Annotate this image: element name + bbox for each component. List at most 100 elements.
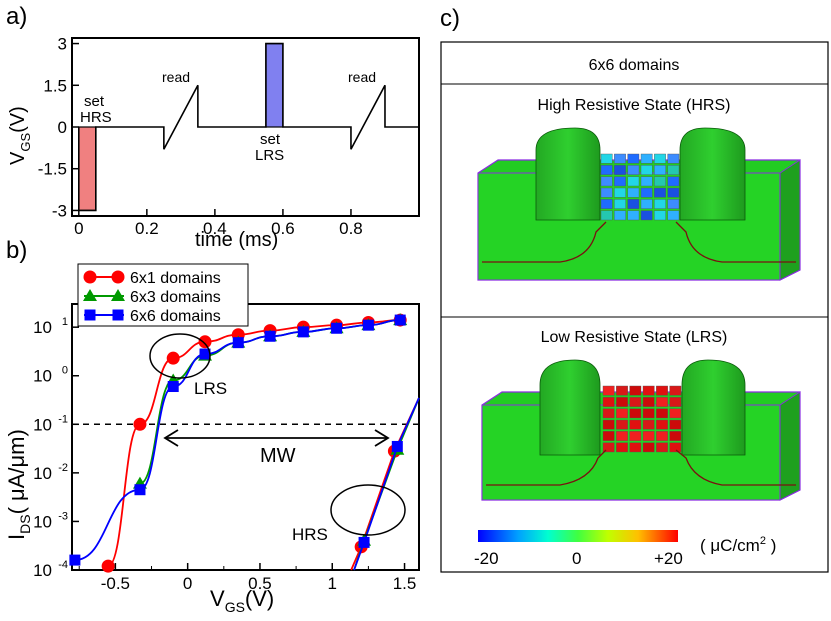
domain-cell — [640, 199, 653, 209]
colorbar-max: +20 — [654, 549, 683, 568]
domain-cell — [667, 176, 680, 187]
domain-cell — [616, 408, 628, 419]
lrs-title: Low Resistive State (LRS) — [541, 329, 728, 346]
panel-a-waveform — [78, 42, 419, 212]
y-tick-exponent: 1 — [62, 316, 68, 328]
y-tick-label: 3 — [58, 35, 67, 54]
domain-cell — [656, 408, 668, 419]
marker-square — [264, 330, 276, 342]
pulse-bar — [78, 126, 97, 212]
domain-cell — [656, 442, 668, 453]
svg-text:IDS( μA/μm): IDS( μA/μm) — [4, 429, 33, 540]
panel-b-ylabel: IDS( μA/μm) — [4, 429, 33, 540]
domain-cell — [667, 210, 680, 221]
panel-b-series — [69, 313, 420, 573]
marker-circle — [101, 559, 115, 573]
colorbar-min: -20 — [474, 549, 499, 568]
pulse-label-lrs-line2: LRS — [255, 147, 284, 164]
domain-cell — [602, 408, 615, 419]
marker-square — [331, 322, 343, 334]
panel-c: 6x6 domains High Resistive State (HRS) L… — [440, 41, 829, 573]
domain-cell — [600, 153, 613, 164]
panel-label-a: a) — [6, 3, 27, 30]
domain-cell — [600, 176, 613, 187]
colorbar-unit: ( μC/cm2 ) — [700, 535, 776, 555]
x-tick-label: 1.5 — [393, 574, 417, 593]
series-6x6-domains — [69, 314, 420, 571]
pulse-label-hrs-line2: HRS — [80, 109, 112, 126]
domain-cell — [667, 187, 680, 198]
y-tick-label: 0 — [58, 118, 67, 137]
pulse-label-lrs-line1: set — [260, 131, 281, 148]
y-tick-label: -1.5 — [38, 160, 67, 179]
domain-cell — [656, 419, 668, 430]
domain-cell — [629, 431, 642, 441]
x-tick-label: 0 — [183, 574, 192, 593]
domain-cell — [629, 397, 642, 407]
domain-cell — [642, 385, 655, 396]
domain-cell — [654, 153, 666, 164]
domain-cell — [654, 165, 666, 175]
lrs-ellipse — [149, 333, 211, 379]
panel-label-c: c) — [440, 5, 460, 32]
legend-label: 6x6 domains — [130, 308, 221, 325]
y-tick-exponent: -1 — [58, 413, 68, 425]
domain-cell — [669, 385, 682, 396]
marker-square — [232, 337, 244, 349]
domain-cell — [654, 187, 666, 198]
domain-cell — [654, 176, 666, 187]
x-tick-label: -0.5 — [101, 574, 130, 593]
domain-cell — [614, 187, 626, 198]
panel-b-ylabel-sub: DS — [17, 514, 33, 533]
domain-cell — [616, 431, 628, 441]
series-6x3-domains — [132, 313, 420, 571]
read-annotation-2: read — [348, 69, 376, 85]
domain-cell — [667, 153, 680, 164]
domain-cell — [667, 199, 680, 209]
domain-cell — [669, 431, 682, 441]
y-tick-label: 10 — [33, 512, 52, 531]
panel-a-ylabel-sub: GS — [18, 133, 33, 152]
lrs-label: LRS — [194, 379, 227, 398]
domain-cell — [614, 165, 626, 175]
domain-cell — [629, 385, 642, 396]
domain-cell — [602, 419, 615, 430]
y-tick-label: 1.5 — [43, 76, 67, 95]
colorbar — [478, 530, 678, 542]
marker-square — [391, 440, 403, 452]
domain-cell — [614, 210, 626, 221]
y-tick-label: 10 — [33, 561, 52, 580]
y-tick-exponent: -4 — [58, 559, 68, 571]
panel-b-xlabel-main: V — [210, 586, 225, 611]
colorbar-unit-sup: 2 — [760, 535, 766, 547]
svg-text:VGS(V): VGS(V) — [7, 106, 33, 165]
domain-cell — [640, 153, 653, 164]
marker-square — [358, 536, 370, 548]
domain-cell — [616, 419, 628, 430]
domain-cell — [642, 397, 655, 407]
domain-cell — [656, 385, 668, 396]
panel-a-ylabel-main: V — [7, 151, 29, 165]
series-line-hrs — [353, 397, 420, 571]
hrs-device — [477, 127, 801, 281]
domain-cell — [614, 199, 626, 209]
y-tick-label: 10 — [33, 318, 52, 337]
domain-cell — [642, 442, 655, 453]
series-6x1-domains — [101, 313, 420, 573]
marker-square — [134, 484, 146, 496]
domain-cell — [656, 397, 668, 407]
x-tick-label: 0.6 — [271, 219, 295, 238]
domain-cell — [629, 442, 642, 453]
domain-cell — [627, 165, 640, 175]
panel-b-ylabel-main: I — [4, 534, 29, 540]
legend-label: 6x3 domains — [130, 289, 221, 306]
panel-b-xlabel-unit: (V) — [245, 586, 274, 611]
marker-circle — [83, 270, 97, 284]
mw-arrow — [163, 429, 390, 447]
domain-cell — [642, 419, 655, 430]
panel-b-ylabel-unit: ( μA/μm) — [4, 429, 29, 514]
panel-b-xlabel-sub: GS — [225, 599, 245, 615]
